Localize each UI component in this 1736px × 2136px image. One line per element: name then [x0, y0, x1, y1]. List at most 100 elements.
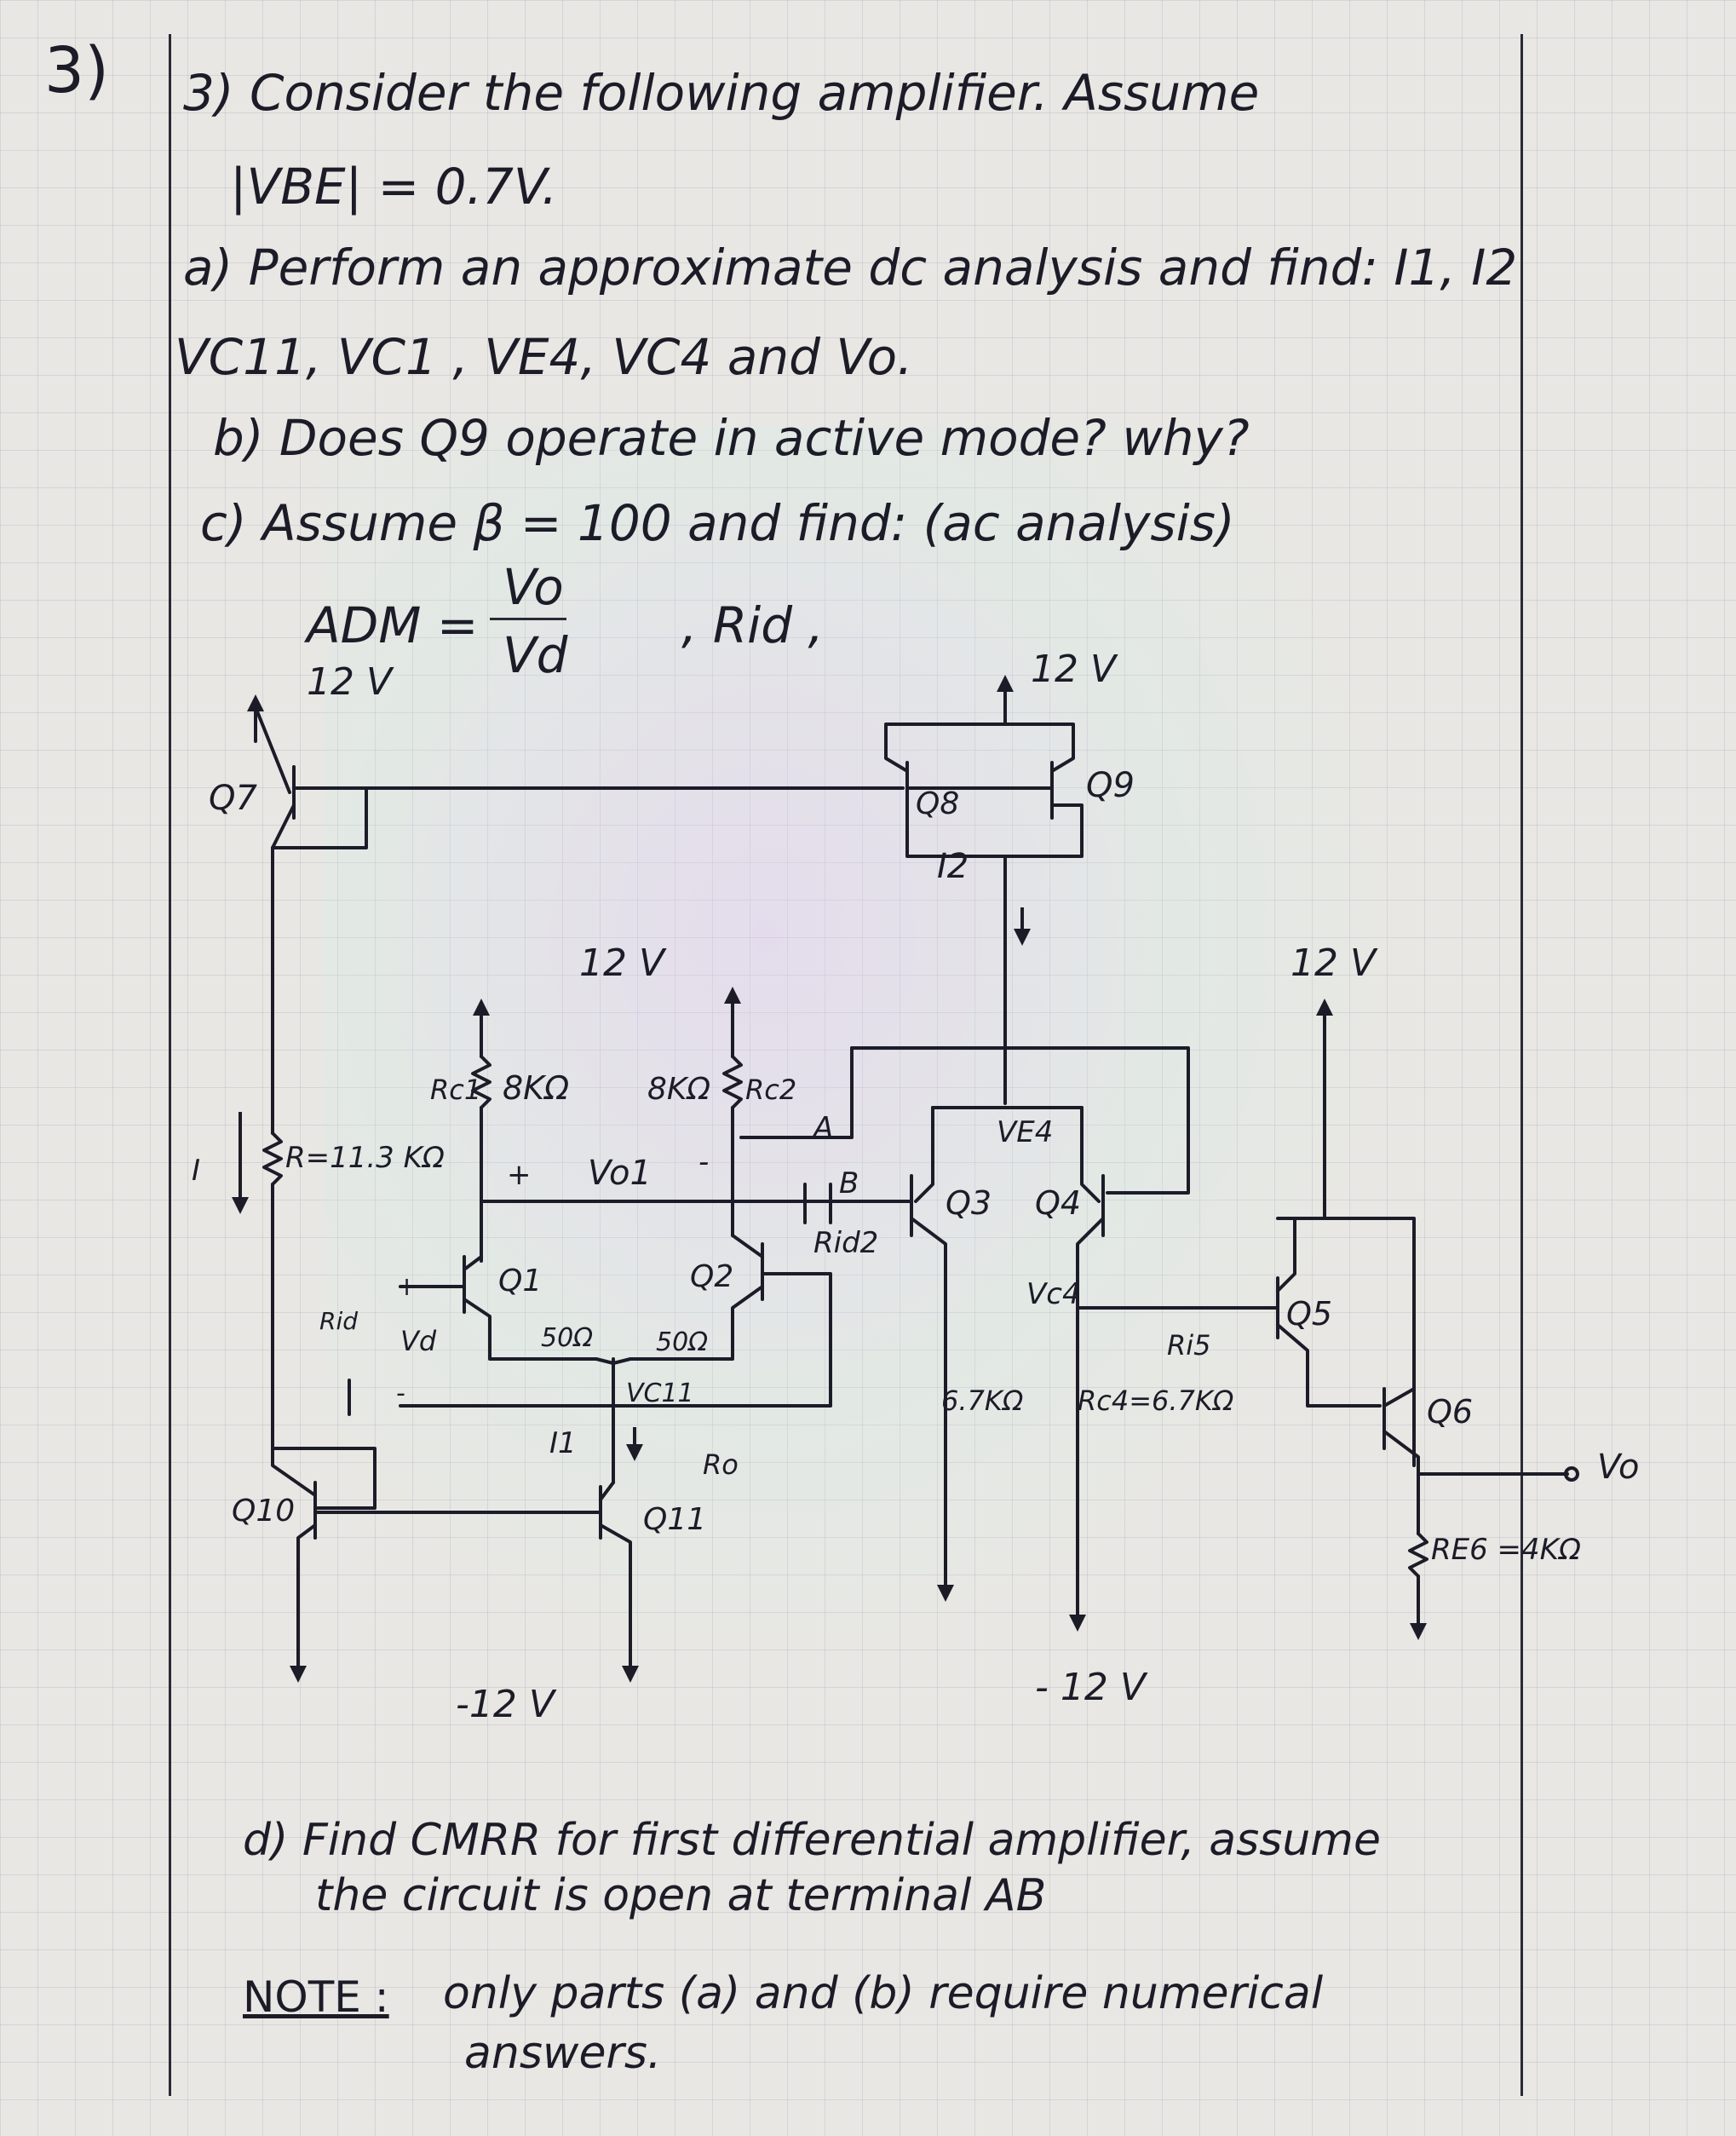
q8q9-supply-label: 12 V: [1031, 648, 1118, 691]
rc-supply-label: 12 V: [579, 941, 667, 985]
neg-supply-right-label: - 12 V: [1035, 1666, 1148, 1709]
q11-label: Q11: [643, 1502, 706, 1537]
ri5-label: Ri5: [1167, 1329, 1210, 1362]
node-a-wire: [739, 1046, 854, 1139]
i1-label: I1: [549, 1426, 577, 1460]
adm-label: ADM =: [307, 596, 479, 654]
q4-emitter: [1080, 1106, 1101, 1203]
re2-label: 50Ω: [656, 1327, 708, 1357]
q8-label: Q8: [916, 786, 959, 821]
q7-collector: [271, 803, 296, 849]
rc1-label: Rc1: [430, 1074, 481, 1106]
rid-label: , Rid ,: [681, 596, 824, 654]
node-b-label: B: [839, 1166, 859, 1200]
vo1-minus: -: [698, 1145, 709, 1179]
rc2-value: 8KΩ: [647, 1072, 711, 1107]
rc1-resistor: [471, 1055, 491, 1109]
q5-collector: [1276, 1217, 1296, 1293]
i2-arrow: [1014, 929, 1031, 946]
q1-label: Q1: [498, 1264, 542, 1298]
i2-label: I2: [937, 847, 969, 886]
q1-emitter: [463, 1298, 538, 1361]
re-resistors: [535, 1357, 683, 1365]
q4-collector: [1076, 1217, 1105, 1621]
q8-q9-emitters: [884, 723, 1075, 773]
i1-arrow: [626, 1444, 643, 1461]
q5-label: Q5: [1286, 1295, 1332, 1333]
q8q9-supply-arrow: [997, 675, 1014, 692]
part-a-line-2: VC11, VC1 , VE4, VC4 and Vo.: [175, 328, 913, 386]
q10-diode-connection: [271, 1447, 377, 1510]
rc1-supply-arrow: [473, 999, 490, 1016]
fraction-bar: [490, 618, 566, 620]
rc4-label: Rc4=6.7KΩ: [1078, 1385, 1234, 1417]
rc2-resistor: [722, 1055, 743, 1109]
q2-label: Q2: [690, 1259, 733, 1294]
rc2-supply-arrow: [724, 987, 741, 1004]
q3-neg-arrow: [937, 1585, 954, 1602]
q6-collector: [1382, 1387, 1416, 1408]
q5-emitter: [1276, 1323, 1382, 1408]
vo1-plus: +: [507, 1158, 532, 1192]
re1-label: 50Ω: [541, 1323, 593, 1353]
vd-minus-sign: -: [396, 1379, 405, 1408]
q6-neg-arrow: [1410, 1623, 1427, 1640]
q11-emitter: [599, 1523, 632, 1672]
q3-emitter: [914, 1106, 934, 1203]
left-margin-line: [169, 34, 171, 2096]
rc1-value: 8KΩ: [503, 1069, 569, 1107]
neg-supply-left-label: -12 V: [456, 1683, 557, 1726]
rc2-label: Rc2: [745, 1074, 796, 1106]
q7-supply-arrow: [247, 694, 264, 711]
q9-label: Q9: [1086, 766, 1135, 805]
i-left-arrow: [232, 1197, 249, 1214]
vd-plus-sign: +: [396, 1272, 417, 1302]
rid-label: Rid: [319, 1307, 358, 1335]
vo1-label: Vo1: [588, 1154, 652, 1193]
q3-label: Q3: [946, 1184, 992, 1222]
re6-resistor: [1408, 1532, 1428, 1578]
vo-terminal: [1564, 1466, 1579, 1482]
q2-emitter: [680, 1285, 764, 1361]
q6-emitter: [1382, 1430, 1420, 1535]
note-label: NOTE :: [243, 1972, 389, 2022]
ve4-label: VE4: [997, 1115, 1053, 1149]
part-d-line-1: d) Find CMRR for first differential ampl…: [243, 1815, 1381, 1866]
note-line-2: answers.: [464, 2028, 662, 2079]
right-margin-line: [1520, 34, 1523, 2096]
q1-collector: [463, 1255, 483, 1271]
q2-collector: [731, 1234, 764, 1258]
note-line-1: only parts (a) and (b) require numerical: [443, 1968, 1324, 2019]
q5-supply-arrow: [1316, 999, 1333, 1016]
adm-denominator: Vd: [503, 626, 568, 684]
rc3-label: 6.7KΩ: [941, 1385, 1024, 1417]
q3-collector: [910, 1217, 947, 1591]
question-intro: 3) Consider the following amplifier. Ass…: [183, 64, 1260, 122]
r-ref-label: R=11.3 KΩ: [285, 1141, 445, 1175]
node-a-label: A: [812, 1111, 833, 1145]
q7-supply-label: 12 V: [307, 660, 394, 704]
q4-neg-arrow: [1069, 1615, 1086, 1632]
q4-label: Q4: [1035, 1184, 1081, 1222]
q2-base-wire: [407, 1272, 832, 1408]
q8-q9-collectors: [905, 803, 1084, 858]
part-d-line-2: the circuit is open at terminal AB: [315, 1870, 1047, 1921]
q5-q6-collector-wire: [1276, 1217, 1416, 1467]
vc4-label: Vc4: [1026, 1277, 1081, 1311]
q7-label: Q7: [209, 779, 257, 818]
vc11-label: VC11: [626, 1379, 694, 1408]
r-ref-resistor: [262, 1131, 283, 1186]
vo-label: Vo: [1597, 1448, 1640, 1487]
question-assumption: |VBE| = 0.7V.: [230, 158, 558, 216]
q6-label: Q6: [1427, 1393, 1473, 1431]
q10-emitter: [296, 1523, 317, 1672]
q11-neg-arrow: [622, 1666, 639, 1683]
q10-neg-arrow: [290, 1666, 307, 1683]
re6-label: RE6 =4KΩ: [1431, 1533, 1581, 1567]
rid2-label: Rid2: [813, 1226, 878, 1260]
question-number: 3): [44, 34, 109, 107]
adm-numerator: Vo: [503, 558, 564, 616]
part-a-line-1: a) Perform an approximate dc analysis an…: [183, 239, 1518, 297]
